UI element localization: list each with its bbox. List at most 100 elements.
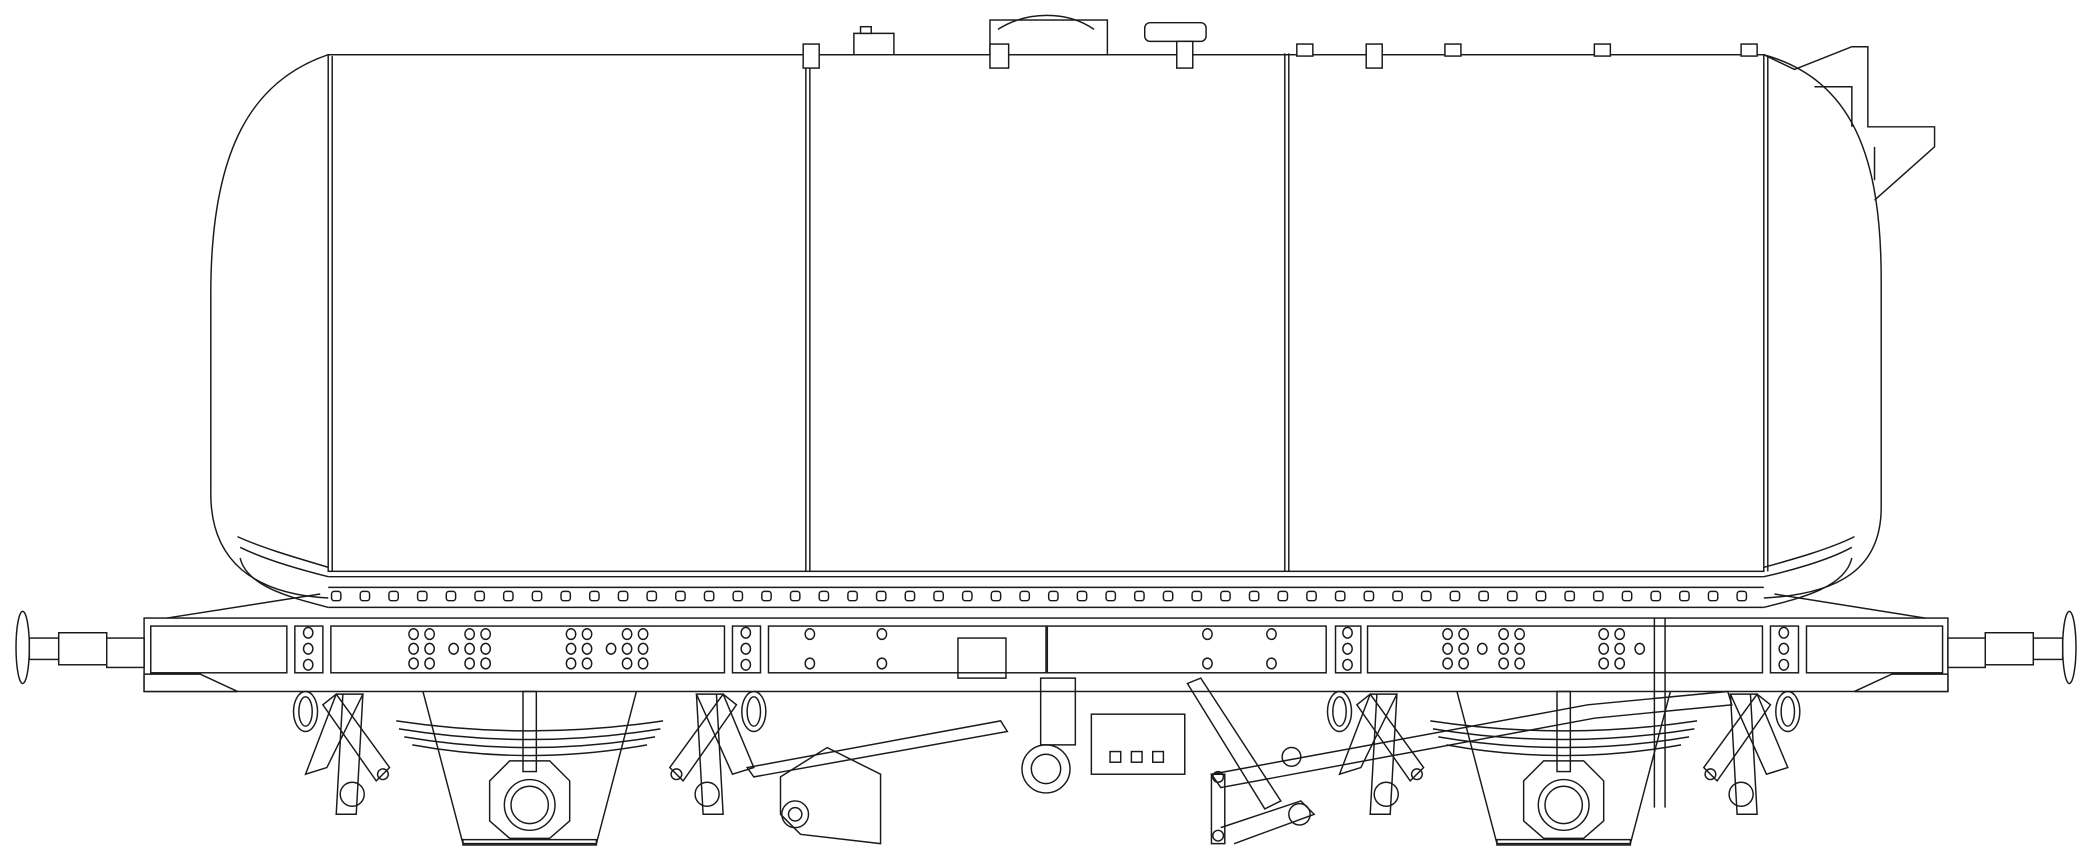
bolt: [388, 590, 399, 602]
rivet: [740, 658, 752, 671]
rivet: [565, 657, 577, 670]
rivet: [1458, 642, 1470, 655]
bolt: [1449, 590, 1461, 602]
bolt: [1506, 590, 1518, 602]
solebar-panel: [150, 625, 288, 674]
rivet: [302, 642, 314, 655]
hanger-eye: [1728, 781, 1754, 808]
rivet: [1778, 658, 1790, 671]
rivet: [1458, 657, 1470, 670]
rivet: [302, 626, 314, 639]
bolt: [1420, 590, 1432, 602]
rivet: [1514, 627, 1526, 641]
rivet: [1202, 657, 1213, 670]
frame-cutout-inner: [1332, 696, 1347, 727]
rivet: [1476, 642, 1488, 655]
rivet: [637, 627, 649, 641]
frame-cutout: [292, 690, 319, 733]
pin: [376, 768, 389, 781]
ladder-bracket: [1763, 45, 1936, 201]
rivet: [621, 642, 633, 655]
frame-cutout-inner: [298, 696, 313, 727]
rivet: [464, 657, 476, 670]
bolt: [1478, 590, 1490, 602]
rivet: [1342, 626, 1353, 639]
rivet: [876, 627, 888, 641]
bolt: [330, 590, 342, 602]
rivet: [1598, 627, 1610, 641]
rivet: [1514, 642, 1526, 655]
hanger: [1369, 694, 1398, 816]
rivet: [448, 642, 460, 655]
rivet: [408, 657, 420, 670]
bolt: [761, 590, 772, 602]
solebar-panel: [1805, 625, 1944, 674]
rivet: [1498, 642, 1510, 655]
axlebox: [1522, 760, 1605, 840]
rivet: [621, 627, 633, 641]
running-gear: [292, 690, 1801, 846]
bolt: [1277, 590, 1289, 602]
bolt: [359, 590, 371, 602]
rivet: [621, 657, 633, 670]
spring-shoe: [695, 693, 755, 776]
keep-plate: [462, 838, 598, 846]
seam-1: [805, 66, 811, 572]
bolt: [1191, 590, 1203, 602]
bolt: [646, 590, 658, 602]
seam-2: [1284, 53, 1290, 572]
rivet: [1498, 627, 1510, 641]
rivet: [581, 642, 593, 655]
rivet: [804, 627, 816, 641]
right-buffer: [1947, 610, 2077, 685]
brake-gear: [745, 618, 1733, 845]
solebar-panel: [1046, 625, 1327, 674]
bolt: [1105, 590, 1117, 602]
rivet: [1458, 627, 1470, 641]
rivet: [1778, 642, 1790, 655]
rivet: [1342, 642, 1353, 655]
bolt: [818, 590, 830, 602]
solebar-panel: [1334, 625, 1362, 674]
rivet: [1442, 627, 1453, 641]
rivet: [1778, 626, 1790, 639]
bolt: [703, 590, 715, 602]
bolt: [617, 590, 629, 602]
cradle-band-right: [1763, 535, 1855, 609]
spring-shoe: [1338, 693, 1399, 776]
brake-block: [321, 693, 391, 783]
hanger-eye: [1373, 781, 1399, 808]
spring-buckle: [1556, 690, 1572, 773]
bolt: [474, 590, 486, 602]
hanger-eye: [339, 781, 365, 808]
axle-end-inner: [1544, 785, 1584, 825]
rivet: [464, 627, 476, 641]
bolt: [560, 590, 572, 602]
bolt: [1621, 590, 1633, 602]
frame-cutout: [1775, 690, 1801, 733]
bolt: [531, 590, 543, 602]
solebar-panel: [1366, 625, 1764, 674]
rivet: [1614, 627, 1626, 641]
brake-block: [668, 693, 738, 783]
rivet: [1266, 627, 1277, 641]
bolt: [847, 590, 858, 602]
brake-cylinder-end: [1021, 744, 1071, 794]
bolt: [1592, 590, 1604, 602]
hanger: [1729, 694, 1758, 816]
solebar-panel: [294, 625, 324, 674]
bolt: [1047, 590, 1059, 602]
axle-end: [503, 778, 556, 832]
left-tank-end: [210, 54, 329, 599]
pin: [670, 768, 683, 781]
bolt: [588, 590, 600, 602]
rivet: [1634, 642, 1646, 655]
bolt: [1535, 590, 1547, 602]
rivet: [581, 657, 593, 670]
right-tank-end: [1763, 54, 1882, 599]
bolt: [1334, 590, 1346, 602]
hanger: [335, 694, 364, 816]
bolt: [961, 590, 973, 602]
rivet: [480, 627, 492, 641]
